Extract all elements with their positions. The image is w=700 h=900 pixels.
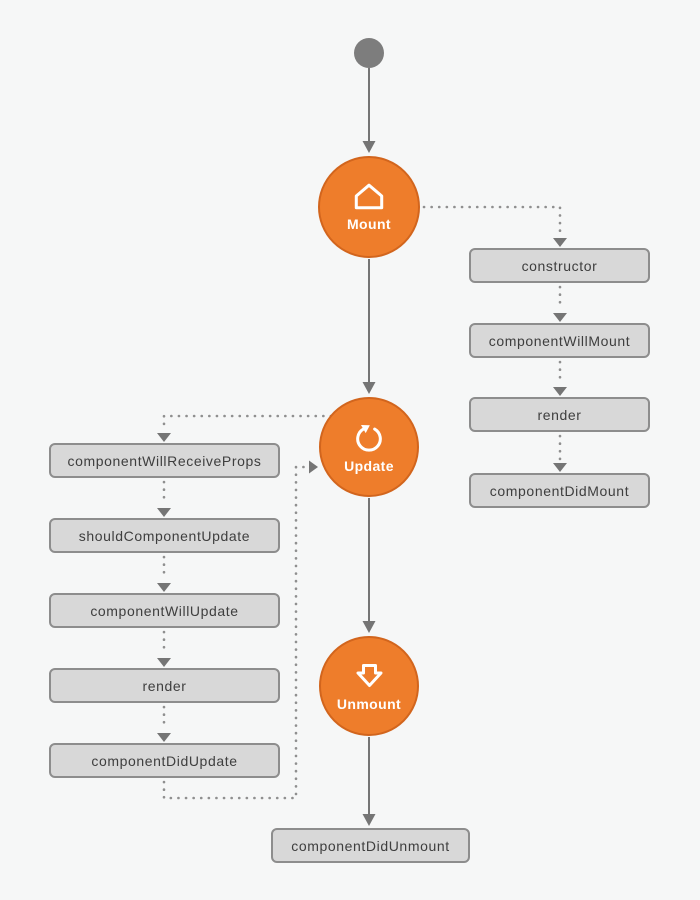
phase-update-label: Update (344, 458, 394, 474)
arrowhead-down-icon (362, 382, 376, 394)
arrowhead-down-icon (157, 733, 171, 742)
phase-unmount: Unmount (319, 636, 419, 736)
arrowhead-down-icon (553, 313, 567, 322)
arrowhead-down-icon (157, 508, 171, 517)
start-node (354, 38, 384, 68)
step-componentdidupdate: componentDidUpdate (49, 743, 280, 778)
arrowhead-down-icon (157, 433, 171, 442)
edge-mount-to-constructor (422, 205, 562, 236)
refresh-icon (356, 424, 382, 452)
edge-update-to-willreceiveprops (162, 414, 333, 431)
arrowhead-down-icon (362, 141, 376, 153)
phase-mount: Mount (318, 156, 420, 258)
arrowhead-down-icon (553, 238, 567, 247)
step-componentwillreceiveprops: componentWillReceiveProps (49, 443, 280, 478)
arrow-down-icon (356, 663, 382, 687)
arrowhead-down-icon (157, 583, 171, 592)
arrowhead-down-icon (553, 463, 567, 472)
arrowhead-down-icon (362, 814, 376, 826)
arrowhead-down-icon (553, 387, 567, 396)
step-render-update: render (49, 668, 280, 703)
step-render-mount: render (469, 397, 650, 432)
phase-mount-label: Mount (347, 216, 391, 232)
home-icon (354, 183, 384, 210)
step-componentwillmount: componentWillMount (469, 323, 650, 358)
arrowhead-down-icon (362, 621, 376, 633)
step-constructor: constructor (469, 248, 650, 283)
step-componentdidunmount: componentDidUnmount (271, 828, 470, 863)
arrowhead-down-icon (157, 658, 171, 667)
step-componentdidmount: componentDidMount (469, 473, 650, 508)
step-shouldcomponentupdate: shouldComponentUpdate (49, 518, 280, 553)
phase-unmount-label: Unmount (336, 695, 402, 712)
phase-update: Update (319, 397, 419, 497)
arrowhead-right-icon (309, 460, 318, 474)
step-componentwillupdate: componentWillUpdate (49, 593, 280, 628)
